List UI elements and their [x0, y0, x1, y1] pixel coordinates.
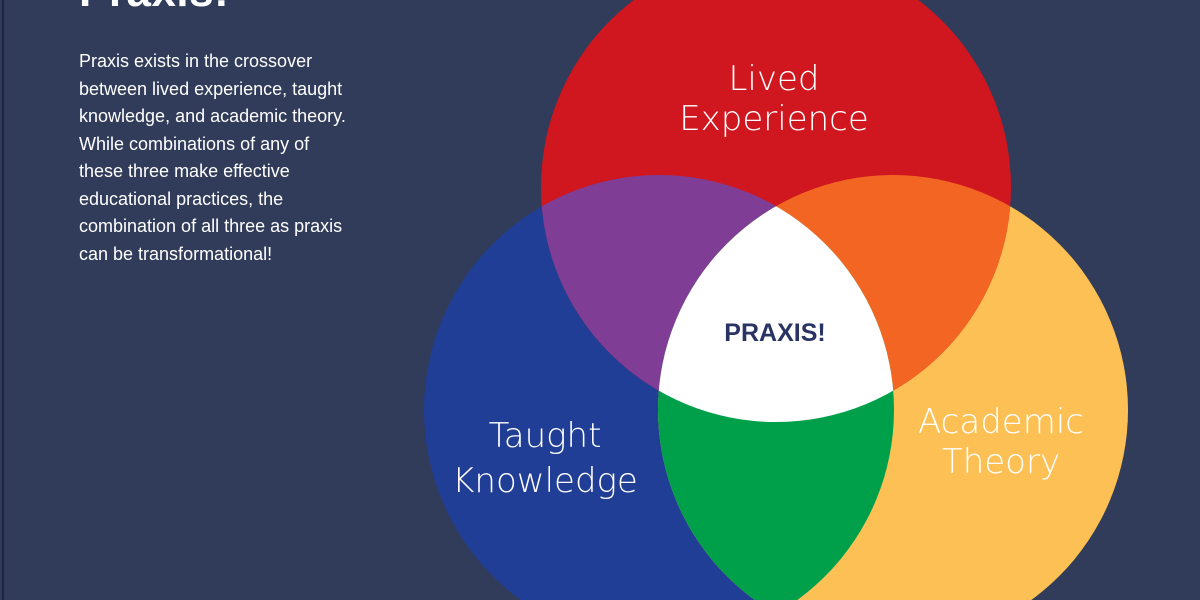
label-theory: Theory — [942, 442, 1060, 482]
page-title: Praxis! — [79, 0, 229, 14]
label-academic: Academic — [918, 402, 1084, 442]
description-line: Praxis exists in the crossover — [79, 51, 313, 71]
label-praxis-center: PRAXIS! — [724, 319, 825, 347]
description-line: can be transformational! — [79, 243, 273, 264]
label-lived: Lived — [728, 59, 819, 99]
label-taught: Taught — [489, 416, 602, 456]
description-line: educational practices, the — [79, 188, 284, 209]
description-line: While combinations of any of — [79, 133, 310, 154]
label-knowledge: Knowledge — [452, 461, 638, 501]
description-line: knowledge, and academic theory. — [79, 106, 346, 126]
description: Praxis exists in the crossover between l… — [79, 48, 419, 268]
label-experience: Experience — [679, 99, 869, 139]
description-line: combination of all three as praxis — [79, 216, 343, 236]
left-border — [2, 0, 4, 600]
description-line: these three make effective — [79, 161, 290, 181]
description-line: between lived experience, taught — [79, 78, 343, 99]
